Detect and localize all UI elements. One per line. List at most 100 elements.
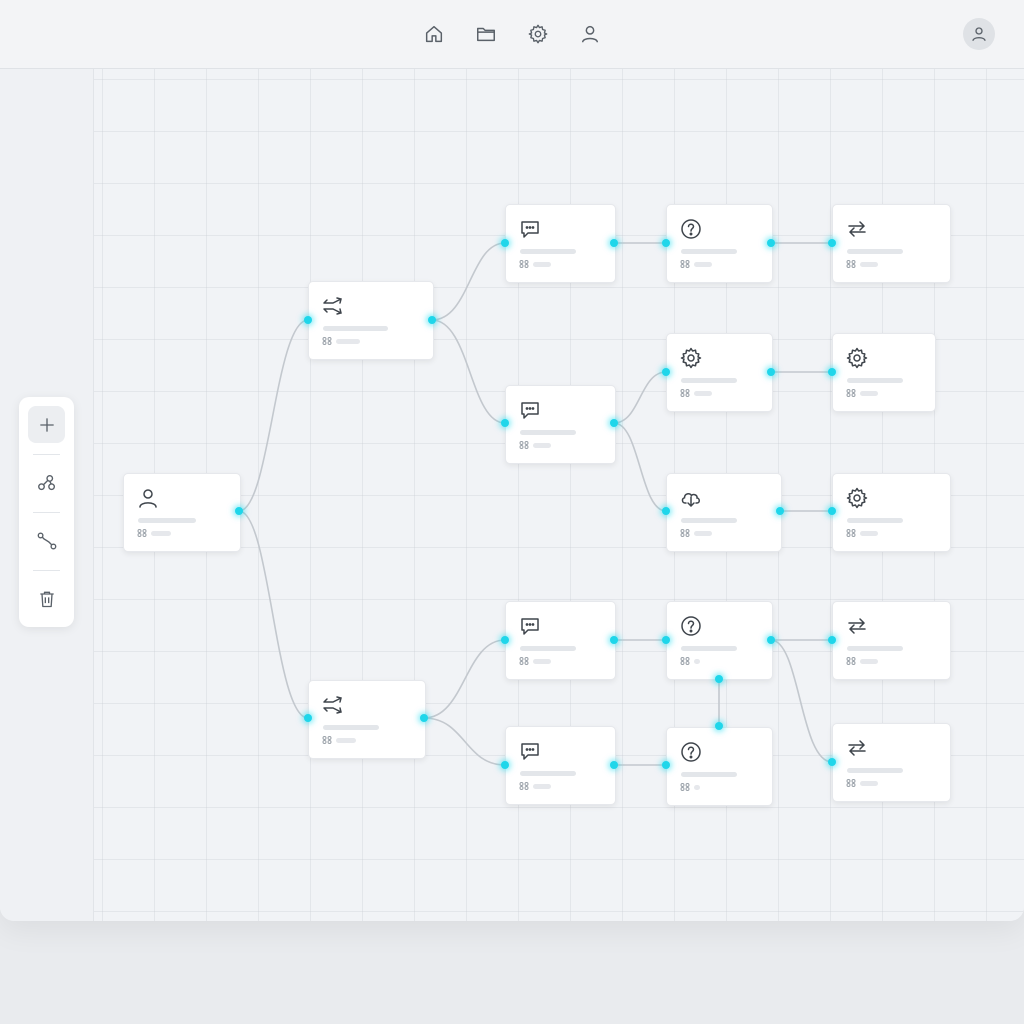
connection-port[interactable]	[715, 675, 723, 683]
node-meta	[519, 782, 551, 790]
connection-port[interactable]	[610, 239, 618, 247]
workflow-node[interactable]	[832, 723, 951, 802]
connection-port[interactable]	[610, 761, 618, 769]
help-icon	[681, 616, 701, 636]
link-icon	[846, 657, 856, 665]
link-icon	[322, 337, 332, 345]
connection-port[interactable]	[767, 636, 775, 644]
workflow-node[interactable]	[832, 601, 951, 680]
connection-port[interactable]	[235, 507, 243, 515]
nodes-icon[interactable]	[28, 464, 65, 501]
node-title-placeholder	[847, 249, 903, 254]
node-title-placeholder	[323, 725, 379, 730]
connection-port[interactable]	[767, 239, 775, 247]
plus-icon[interactable]	[28, 406, 65, 443]
workflow-node[interactable]	[308, 281, 434, 360]
connection-port[interactable]	[428, 316, 436, 324]
connection-port[interactable]	[662, 507, 670, 515]
node-meta-placeholder	[694, 530, 712, 536]
connection-port[interactable]	[501, 761, 509, 769]
connection-port[interactable]	[501, 636, 509, 644]
connection-port[interactable]	[715, 722, 723, 730]
gear-icon[interactable]	[524, 20, 552, 48]
link-icon	[846, 389, 856, 397]
connection-port[interactable]	[662, 239, 670, 247]
node-meta	[680, 529, 712, 537]
connection-port[interactable]	[501, 239, 509, 247]
node-meta-placeholder	[533, 783, 551, 789]
connection-port[interactable]	[767, 368, 775, 376]
chat-icon	[521, 743, 539, 760]
connection-port[interactable]	[610, 636, 618, 644]
connector-icon[interactable]	[28, 522, 65, 559]
workflow-node[interactable]	[666, 333, 773, 412]
node-title-placeholder	[681, 249, 737, 254]
tool-palette	[19, 397, 74, 627]
workflow-node[interactable]	[666, 601, 773, 680]
connection-port[interactable]	[304, 714, 312, 722]
node-title-placeholder	[138, 518, 196, 523]
node-meta-placeholder	[860, 390, 878, 396]
node-meta	[137, 529, 171, 537]
workflow-node[interactable]	[666, 204, 773, 283]
user-icon[interactable]	[576, 20, 604, 48]
workflow-node[interactable]	[832, 204, 951, 283]
split-arrows-icon	[323, 696, 342, 714]
top-navigation-bar	[0, 0, 1024, 69]
help-icon	[681, 742, 701, 762]
node-meta-placeholder	[694, 390, 712, 396]
workflow-node[interactable]	[123, 473, 241, 552]
workflow-node[interactable]	[308, 680, 426, 759]
node-meta-placeholder	[533, 442, 551, 448]
link-icon	[680, 657, 690, 665]
user-icon	[139, 489, 157, 508]
node-title-placeholder	[323, 326, 388, 331]
connection-port[interactable]	[828, 758, 836, 766]
connection-port[interactable]	[420, 714, 428, 722]
connection-port[interactable]	[828, 368, 836, 376]
workflow-node[interactable]	[832, 333, 936, 412]
node-title-placeholder	[681, 772, 737, 777]
gear-icon	[846, 347, 868, 369]
link-icon	[519, 441, 529, 449]
trash-icon[interactable]	[28, 580, 65, 617]
link-icon	[519, 260, 529, 268]
link-icon	[846, 779, 856, 787]
toolbar-divider	[33, 454, 60, 455]
connection-port[interactable]	[501, 419, 509, 427]
node-title-placeholder	[520, 771, 576, 776]
folder-icon[interactable]	[472, 20, 500, 48]
connection-port[interactable]	[828, 239, 836, 247]
node-meta	[519, 441, 551, 449]
connection-port[interactable]	[662, 368, 670, 376]
connection-port[interactable]	[662, 761, 670, 769]
swap-icon	[848, 618, 866, 634]
link-icon	[322, 736, 332, 744]
node-meta	[846, 529, 878, 537]
workflow-node[interactable]	[505, 204, 616, 283]
node-title-placeholder	[681, 646, 737, 651]
workflow-node[interactable]	[832, 473, 951, 552]
connection-port[interactable]	[828, 636, 836, 644]
workflow-node[interactable]	[666, 473, 782, 552]
connection-port[interactable]	[304, 316, 312, 324]
link-icon	[519, 657, 529, 665]
connection-port[interactable]	[776, 507, 784, 515]
workflow-node[interactable]	[505, 601, 616, 680]
node-meta-placeholder	[860, 658, 878, 664]
node-meta-placeholder	[336, 338, 360, 344]
chat-icon	[521, 618, 539, 635]
workflow-node[interactable]	[666, 727, 773, 806]
workflow-node[interactable]	[505, 385, 616, 464]
connection-port[interactable]	[610, 419, 618, 427]
connection-port[interactable]	[662, 636, 670, 644]
workflow-node[interactable]	[505, 726, 616, 805]
node-meta-placeholder	[860, 261, 878, 267]
connection-port[interactable]	[828, 507, 836, 515]
node-title-placeholder	[520, 249, 576, 254]
avatar[interactable]	[963, 18, 995, 50]
node-meta	[519, 260, 551, 268]
node-title-placeholder	[847, 518, 903, 523]
node-meta	[846, 389, 878, 397]
home-icon[interactable]	[420, 20, 448, 48]
